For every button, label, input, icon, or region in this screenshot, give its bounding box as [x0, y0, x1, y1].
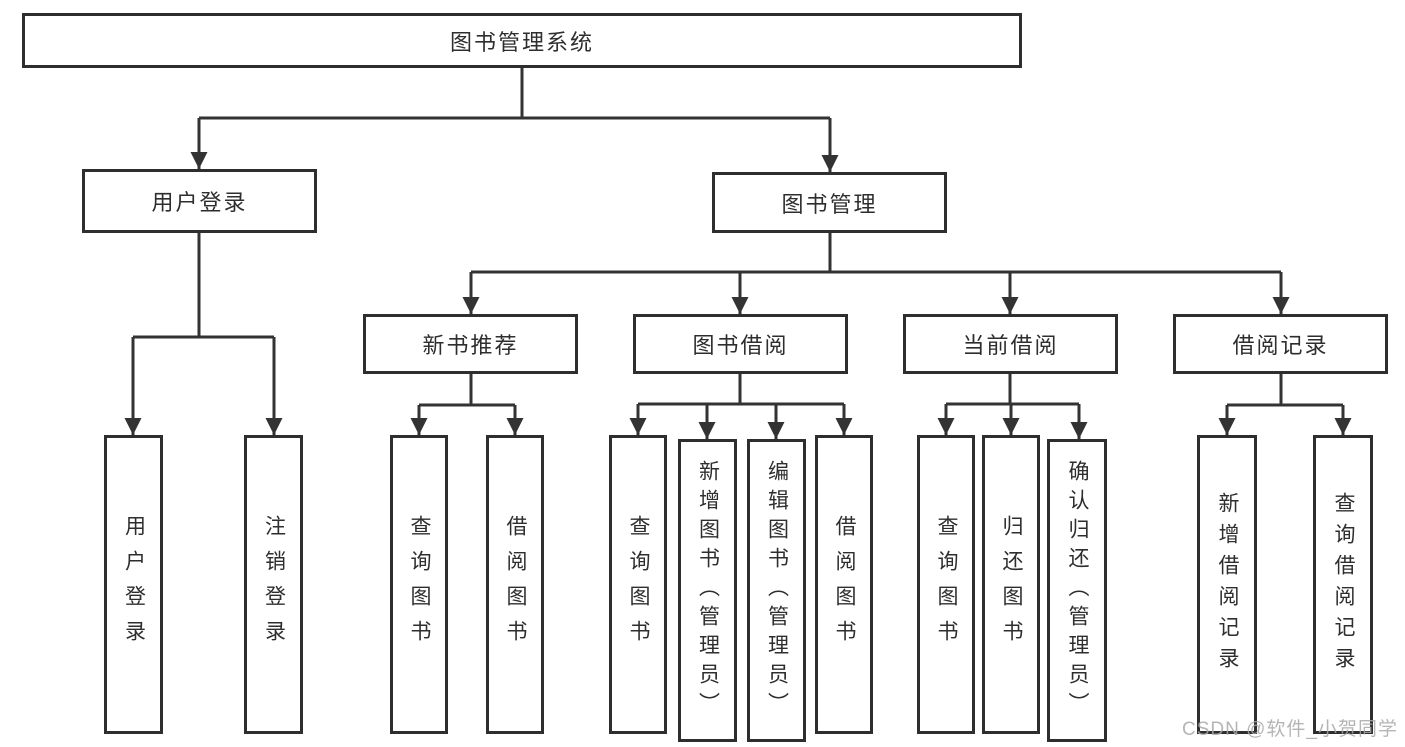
leaf-return-books: 归还图书	[982, 435, 1040, 734]
node-book-management: 图书管理	[712, 172, 947, 233]
node-library-system: 图书管理系统	[22, 13, 1022, 68]
leaf-query-books-recommend: 查询图书	[390, 435, 448, 734]
leaf-query-borrow-record: 查询借阅记录	[1313, 435, 1373, 734]
leaf-user-login: 用户登录	[104, 435, 163, 734]
leaf-borrow-books-borrowing: 借阅图书	[815, 435, 873, 734]
leaf-edit-books-admin: 编辑图书（管理员）	[747, 439, 806, 742]
watermark-text: CSDN @软件_小贺同学	[1182, 719, 1398, 740]
connector-new-book-children	[410, 374, 524, 435]
connector-current-borrowing-children	[937, 374, 1088, 439]
leaf-confirm-return-admin: 确认归还（管理员）	[1047, 439, 1107, 742]
node-book-borrowing: 图书借阅	[633, 314, 848, 374]
leaf-add-borrow-record: 新增借阅记录	[1197, 435, 1257, 734]
node-user-login: 用户登录	[82, 169, 317, 233]
node-borrow-records: 借阅记录	[1173, 314, 1388, 374]
leaf-add-books-admin: 新增图书（管理员）	[678, 439, 737, 742]
connector-book-borrowing-children	[629, 374, 853, 439]
connector-user-login-children	[124, 233, 283, 435]
connector-root-to-level2	[190, 68, 839, 172]
node-new-book-recommend: 新书推荐	[363, 314, 578, 374]
leaf-logout-login: 注销登录	[244, 435, 303, 734]
leaf-query-books-current: 查询图书	[917, 435, 975, 734]
node-current-borrowing: 当前借阅	[903, 314, 1118, 374]
leaf-query-books-borrowing: 查询图书	[609, 435, 667, 734]
connector-borrow-records-children	[1218, 374, 1352, 435]
leaf-borrow-books-recommend: 借阅图书	[486, 435, 544, 734]
connector-book-management-children	[462, 233, 1290, 314]
